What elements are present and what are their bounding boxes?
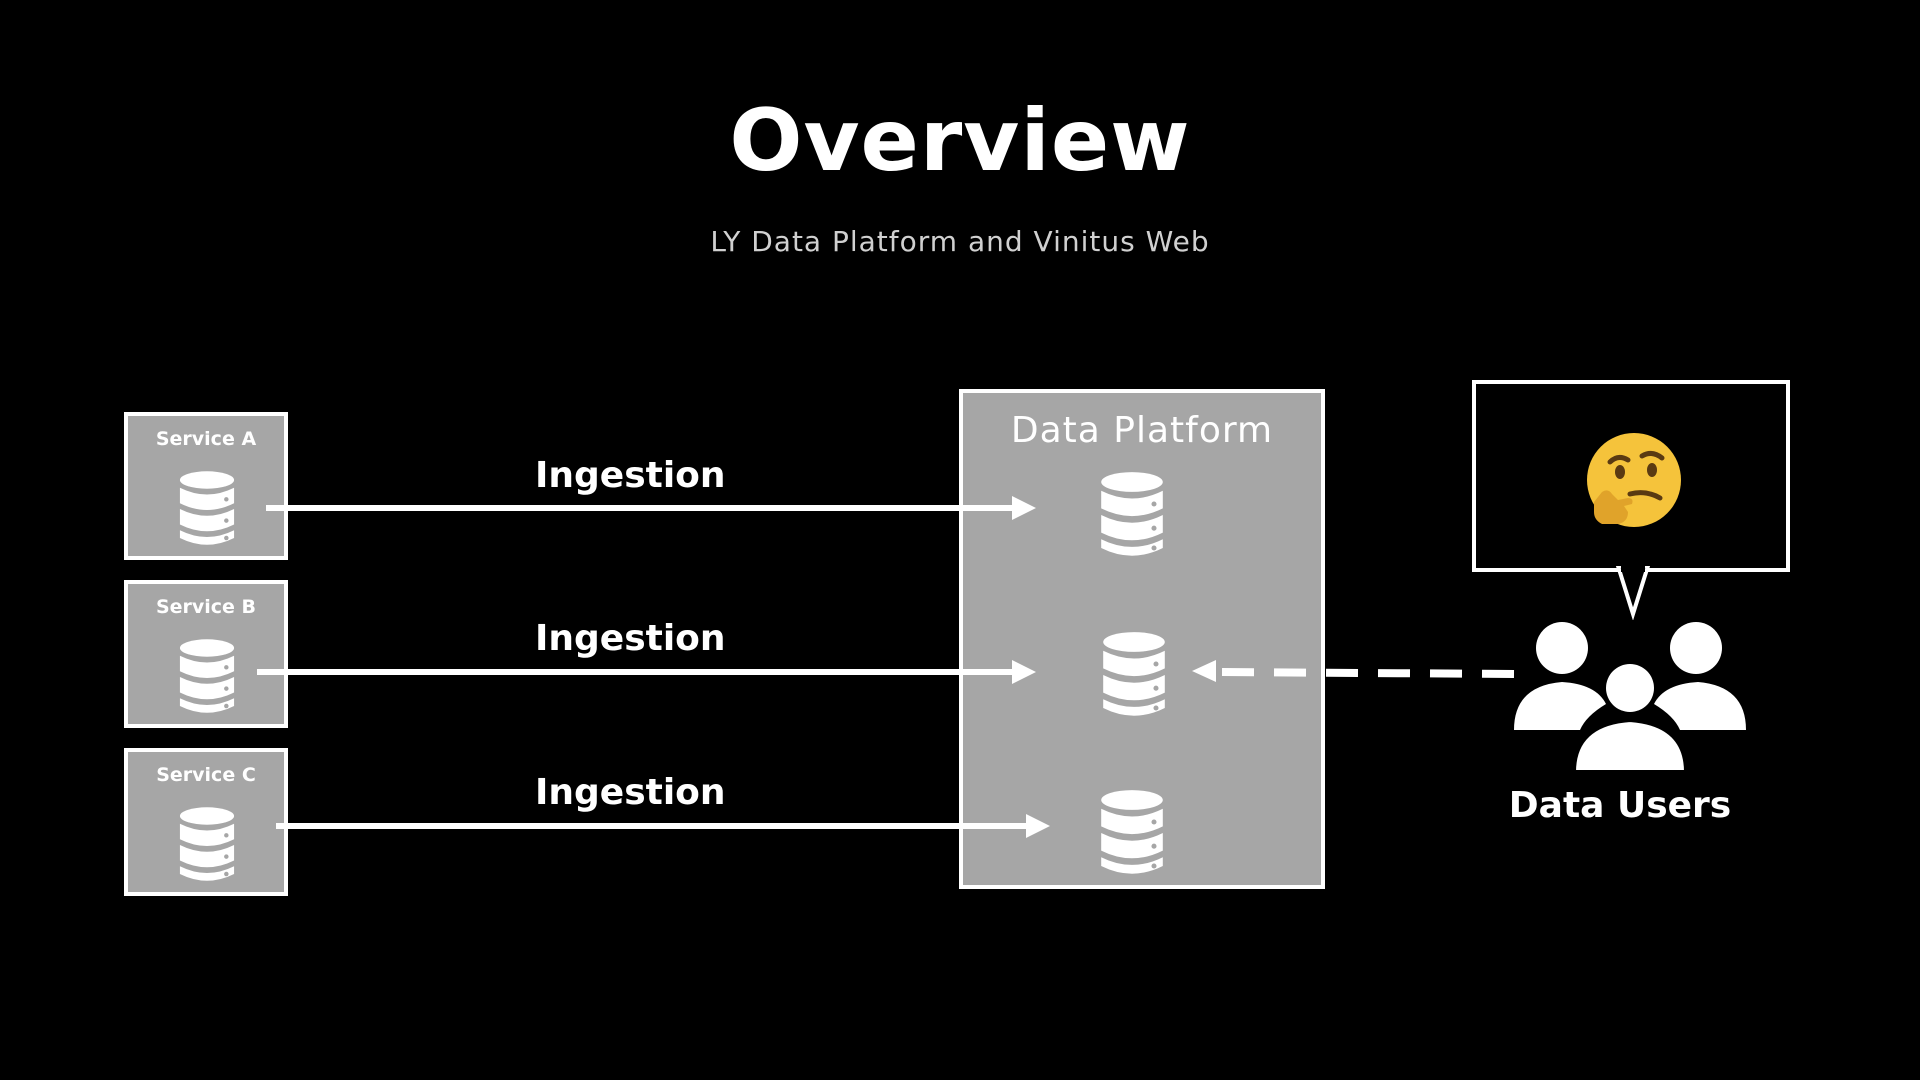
service-box-c: Service C [124,748,288,896]
platform-label: Data Platform [1010,410,1274,451]
ingestion-arrow-b [257,660,1036,684]
page-subtitle: LY Data Platform and Vinitus Web [710,225,1210,258]
service-label: Service A [155,428,257,450]
service-box-a: Service A [124,412,288,560]
ingestion-arrow-a [266,496,1036,520]
data-platform-box: Data Platform [959,389,1325,889]
bubble-tail [1616,566,1650,620]
service-label: Service B [155,596,257,618]
thinking-face-icon [1587,433,1681,527]
ingestion-label-c: Ingestion [535,772,726,813]
ingestion-arrow-c [276,814,1050,838]
ingestion-label-a: Ingestion [535,455,726,496]
thought-bubble [1472,380,1790,572]
people-group-icon [1514,622,1746,772]
query-dashed-arrow [1192,660,1515,682]
ingestion-label-b: Ingestion [535,618,726,659]
service-box-b: Service B [124,580,288,728]
data-users-label: Data Users [1508,785,1732,826]
service-label: Service C [156,764,256,786]
page-title: Overview [729,91,1191,191]
